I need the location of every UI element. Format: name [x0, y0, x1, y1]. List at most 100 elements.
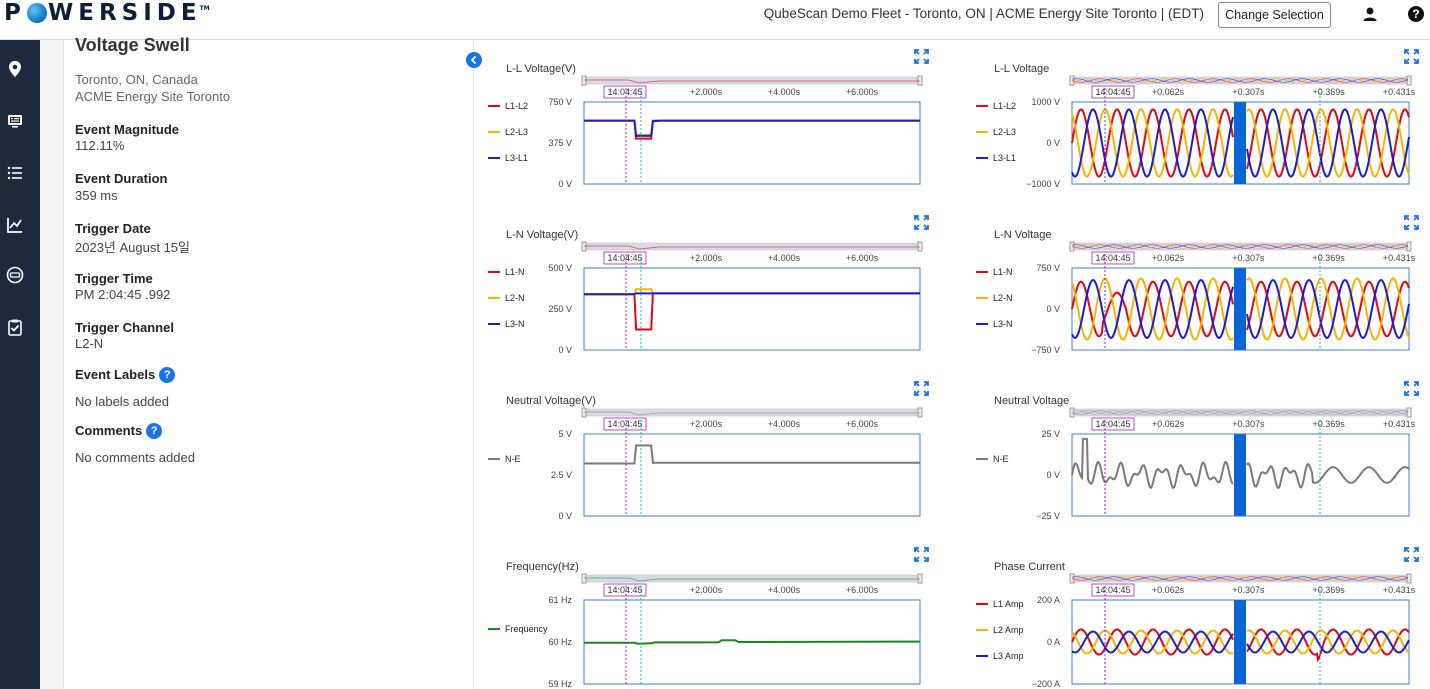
navigator-bar[interactable]: [1069, 573, 1412, 584]
trigger-time-marker: [1091, 417, 1135, 431]
navigator-bar[interactable]: [1069, 407, 1412, 418]
event-info-panel: Voltage Swell Toronto, ON, Canada ACME E…: [64, 35, 474, 689]
trigger-time-marker: [1091, 583, 1135, 597]
legend-item[interactable]: L2-N: [976, 293, 1013, 303]
plot-area[interactable]: [583, 267, 921, 351]
plot-area[interactable]: [583, 101, 921, 185]
expand-icon[interactable]: [914, 215, 929, 230]
clipboard-check-icon[interactable]: [6, 318, 24, 336]
x-tick-label: +4.000s: [768, 253, 801, 263]
chart-current-wave[interactable]: Phase Current14:04:45+0.062s+0.307s+0.36…: [968, 542, 1430, 689]
expand-icon[interactable]: [914, 547, 929, 562]
legend-item[interactable]: L2-N: [488, 293, 525, 303]
collapse-panel-button[interactable]: [466, 52, 482, 68]
help-icon[interactable]: ?: [1408, 6, 1424, 22]
event-labels-label: Event Labels: [75, 367, 156, 382]
y-tick-label: 61 Hz: [548, 595, 572, 605]
series-line: [584, 444, 920, 465]
globe-logo-icon: [26, 3, 47, 23]
legend-label: L2-L3: [993, 127, 1016, 137]
legend-item[interactable]: L3-N: [488, 319, 525, 329]
duration-value: 359 ms: [75, 188, 118, 203]
x-tick-label: +0.062s: [1152, 253, 1185, 263]
legend-item[interactable]: N-E: [488, 454, 521, 464]
chart-ll-wave[interactable]: L-L Voltage14:04:45+0.062s+0.307s+0.369s…: [968, 44, 1430, 200]
navigator-bar[interactable]: [1069, 75, 1412, 86]
trigger-time-marker: [603, 583, 647, 597]
legend-label: L1-N: [993, 267, 1013, 277]
y-tick-label: 0 A: [1047, 637, 1060, 647]
comments-help-icon[interactable]: ?: [146, 423, 163, 439]
y-tick-label: 25 V: [1041, 429, 1060, 439]
trigger-time-label: 14:04:45: [1095, 87, 1130, 97]
expand-icon[interactable]: [914, 381, 929, 396]
legend-item[interactable]: L3-L1: [976, 153, 1016, 163]
left-nav-sidebar: [0, 40, 40, 689]
site-info-text: QubeScan Demo Fleet - Toronto, ON | ACME…: [763, 6, 1204, 21]
legend-item[interactable]: L1-N: [488, 267, 525, 277]
legend-item[interactable]: L3-L1: [488, 153, 528, 163]
legend-label: Frequency: [505, 624, 548, 634]
legend-item[interactable]: L1 Amp: [976, 599, 1024, 609]
change-selection-button[interactable]: Change Selection: [1218, 2, 1331, 28]
x-tick-label: +0.369s: [1313, 87, 1346, 97]
chart-ll-rms[interactable]: L-L Voltage(V)14:04:45+2.000s+4.000s+6.0…: [480, 44, 940, 200]
trigger-time-label: 14:04:45: [1095, 253, 1130, 263]
line-chart-icon[interactable]: [6, 216, 24, 234]
trigger-time-label: 14:04:45: [607, 585, 642, 595]
x-tick-label: +2.000s: [690, 585, 723, 595]
chart-freq[interactable]: Frequency(Hz)14:04:45+2.000s+4.000s+6.00…: [480, 542, 940, 689]
navigator-bar[interactable]: [581, 75, 923, 86]
legend-item[interactable]: L1-L2: [488, 101, 528, 111]
chart-title: L-N Voltage: [994, 229, 1051, 241]
expand-icon[interactable]: [1404, 381, 1419, 396]
list-icon[interactable]: [6, 164, 24, 182]
x-tick-label: +2.000s: [690, 87, 723, 97]
x-tick-label: +6.000s: [846, 419, 879, 429]
comments-label: Comments: [75, 423, 143, 438]
legend-item[interactable]: Frequency: [488, 624, 548, 634]
map-pin-icon[interactable]: [6, 60, 24, 78]
user-icon[interactable]: [1362, 6, 1378, 22]
chart-title: Neutral Voltage(V): [506, 395, 596, 407]
meter-icon[interactable]: [6, 266, 24, 284]
event-labels-help-icon[interactable]: ?: [159, 367, 176, 383]
x-tick-label: +0.062s: [1152, 87, 1185, 97]
navigator-bar[interactable]: [581, 573, 923, 584]
legend-item[interactable]: L2-L3: [488, 127, 528, 137]
series-waveform: [1071, 630, 1410, 654]
legend-item[interactable]: L1-L2: [976, 101, 1016, 111]
chart-title: L-L Voltage(V): [506, 63, 576, 75]
chart-n-rms[interactable]: Neutral Voltage(V)14:04:45+2.000s+4.000s…: [480, 376, 940, 532]
y-tick-label: 750 V: [1036, 263, 1060, 273]
chart-n-wave[interactable]: Neutral Voltage14:04:45+0.062s+0.307s+0.…: [968, 376, 1430, 532]
trigger-time-label: 14:04:45: [1095, 585, 1130, 595]
legend-item[interactable]: L3-N: [976, 319, 1013, 329]
x-tick-label: +4.000s: [768, 419, 801, 429]
plot-area[interactable]: [583, 433, 921, 517]
legend-item[interactable]: L1-N: [976, 267, 1013, 277]
y-tick-label: 500 V: [548, 263, 572, 273]
navigator-bar[interactable]: [1069, 241, 1412, 252]
expand-icon[interactable]: [1404, 547, 1419, 562]
monitor-icon[interactable]: [6, 112, 24, 130]
navigator-bar[interactable]: [581, 407, 923, 418]
legend-item[interactable]: N-E: [976, 454, 1009, 464]
x-tick-label: +0.431s: [1383, 87, 1416, 97]
chart-ln-wave[interactable]: L-N Voltage14:04:45+0.062s+0.307s+0.369s…: [968, 210, 1430, 366]
expand-icon[interactable]: [914, 49, 929, 64]
chart-ln-rms[interactable]: L-N Voltage(V)14:04:45+2.000s+4.000s+6.0…: [480, 210, 940, 366]
expand-icon[interactable]: [1404, 49, 1419, 64]
legend-item[interactable]: L3 Amp: [976, 651, 1024, 661]
legend-label: L3 Amp: [993, 651, 1024, 661]
legend-label: L2 Amp: [993, 625, 1024, 635]
expand-icon[interactable]: [1404, 215, 1419, 230]
x-tick-label: +6.000s: [846, 585, 879, 595]
x-tick-label: +0.307s: [1232, 253, 1265, 263]
navigator-bar[interactable]: [581, 241, 923, 252]
legend-item[interactable]: L2-L3: [976, 127, 1016, 137]
chart-title: Phase Current: [994, 561, 1065, 573]
chart-title: Neutral Voltage: [994, 395, 1069, 407]
legend-item[interactable]: L2 Amp: [976, 625, 1024, 635]
